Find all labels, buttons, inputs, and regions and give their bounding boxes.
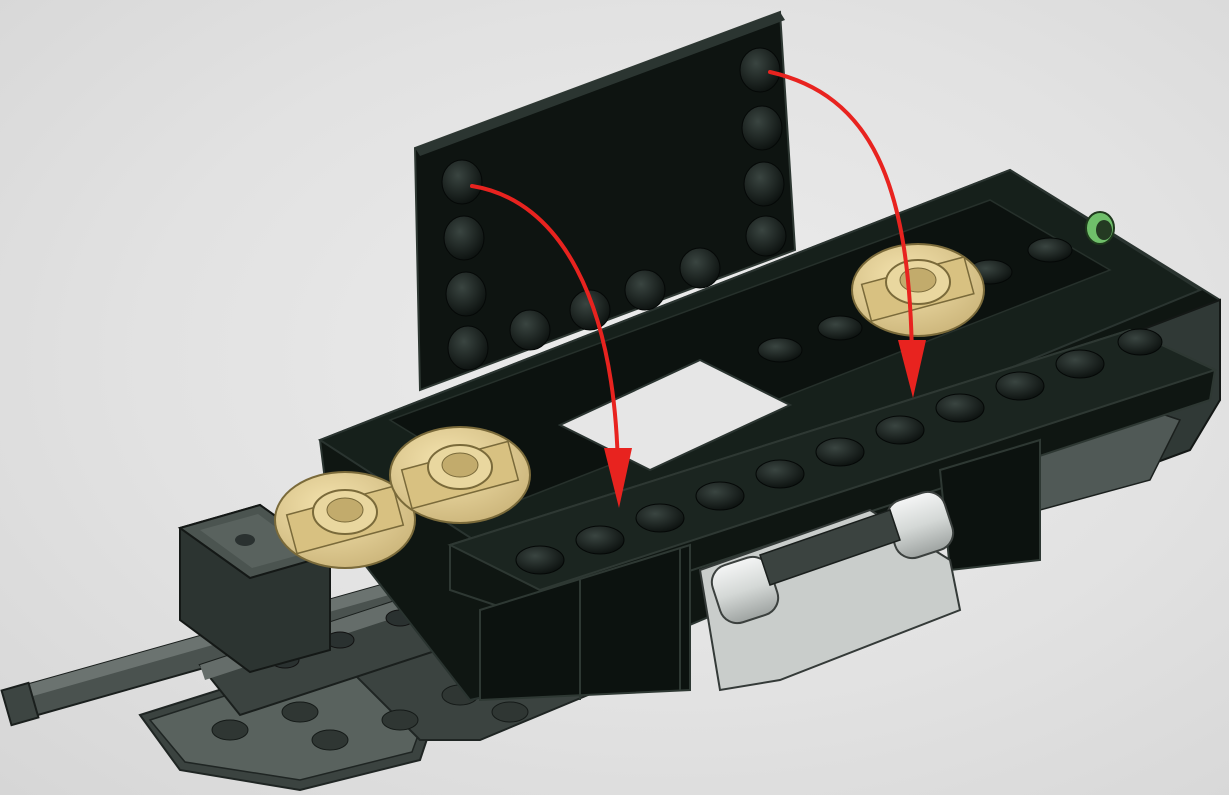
tan-plate-middle (390, 427, 530, 523)
tan-plate-right (852, 244, 984, 336)
